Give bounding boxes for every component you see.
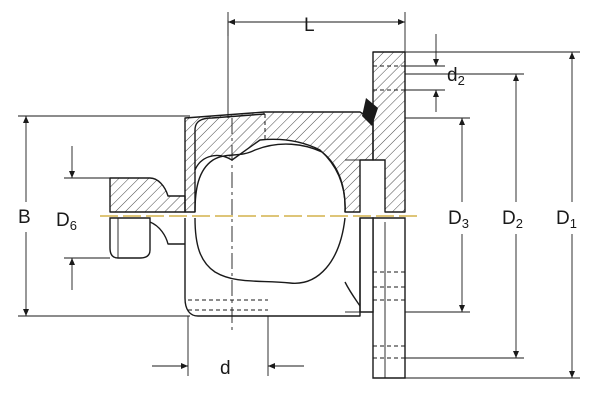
nozzle-upper-section (109, 177, 186, 213)
flange-lower-section (372, 217, 406, 379)
cavity-upper (194, 143, 346, 213)
label-d: d (220, 358, 231, 379)
label-D2: D2 (502, 208, 523, 231)
housing-lower-outline (184, 218, 361, 317)
weld-bead (362, 98, 378, 126)
cavity-lower (194, 217, 346, 284)
housing-outer-top (194, 113, 266, 170)
inlet-nozzle (109, 177, 186, 259)
dimension-B: B (18, 115, 190, 317)
label-d2: d2 (447, 65, 465, 88)
dimension-D3: D3 (405, 117, 470, 313)
dimension-d: d (152, 316, 304, 379)
dimension-d2: d2 (405, 34, 465, 112)
nozzle-neck (149, 221, 185, 245)
label-D3: D3 (448, 208, 469, 231)
housing (184, 98, 378, 317)
housing-lower-fillet (344, 281, 361, 307)
label-D1: D1 (556, 208, 577, 231)
flange-upper-section (372, 51, 406, 213)
flange (359, 51, 406, 379)
dimension-L: L (227, 12, 406, 118)
dimension-D2: D2 (405, 73, 524, 359)
flange-shoulder (359, 217, 374, 313)
label-L: L (304, 15, 315, 36)
label-B: B (18, 207, 31, 228)
nozzle-lower-section (109, 217, 151, 259)
dimension-D1: D1 (405, 51, 580, 379)
dimension-D6: D6 (56, 146, 110, 290)
label-D6: D6 (56, 210, 77, 233)
